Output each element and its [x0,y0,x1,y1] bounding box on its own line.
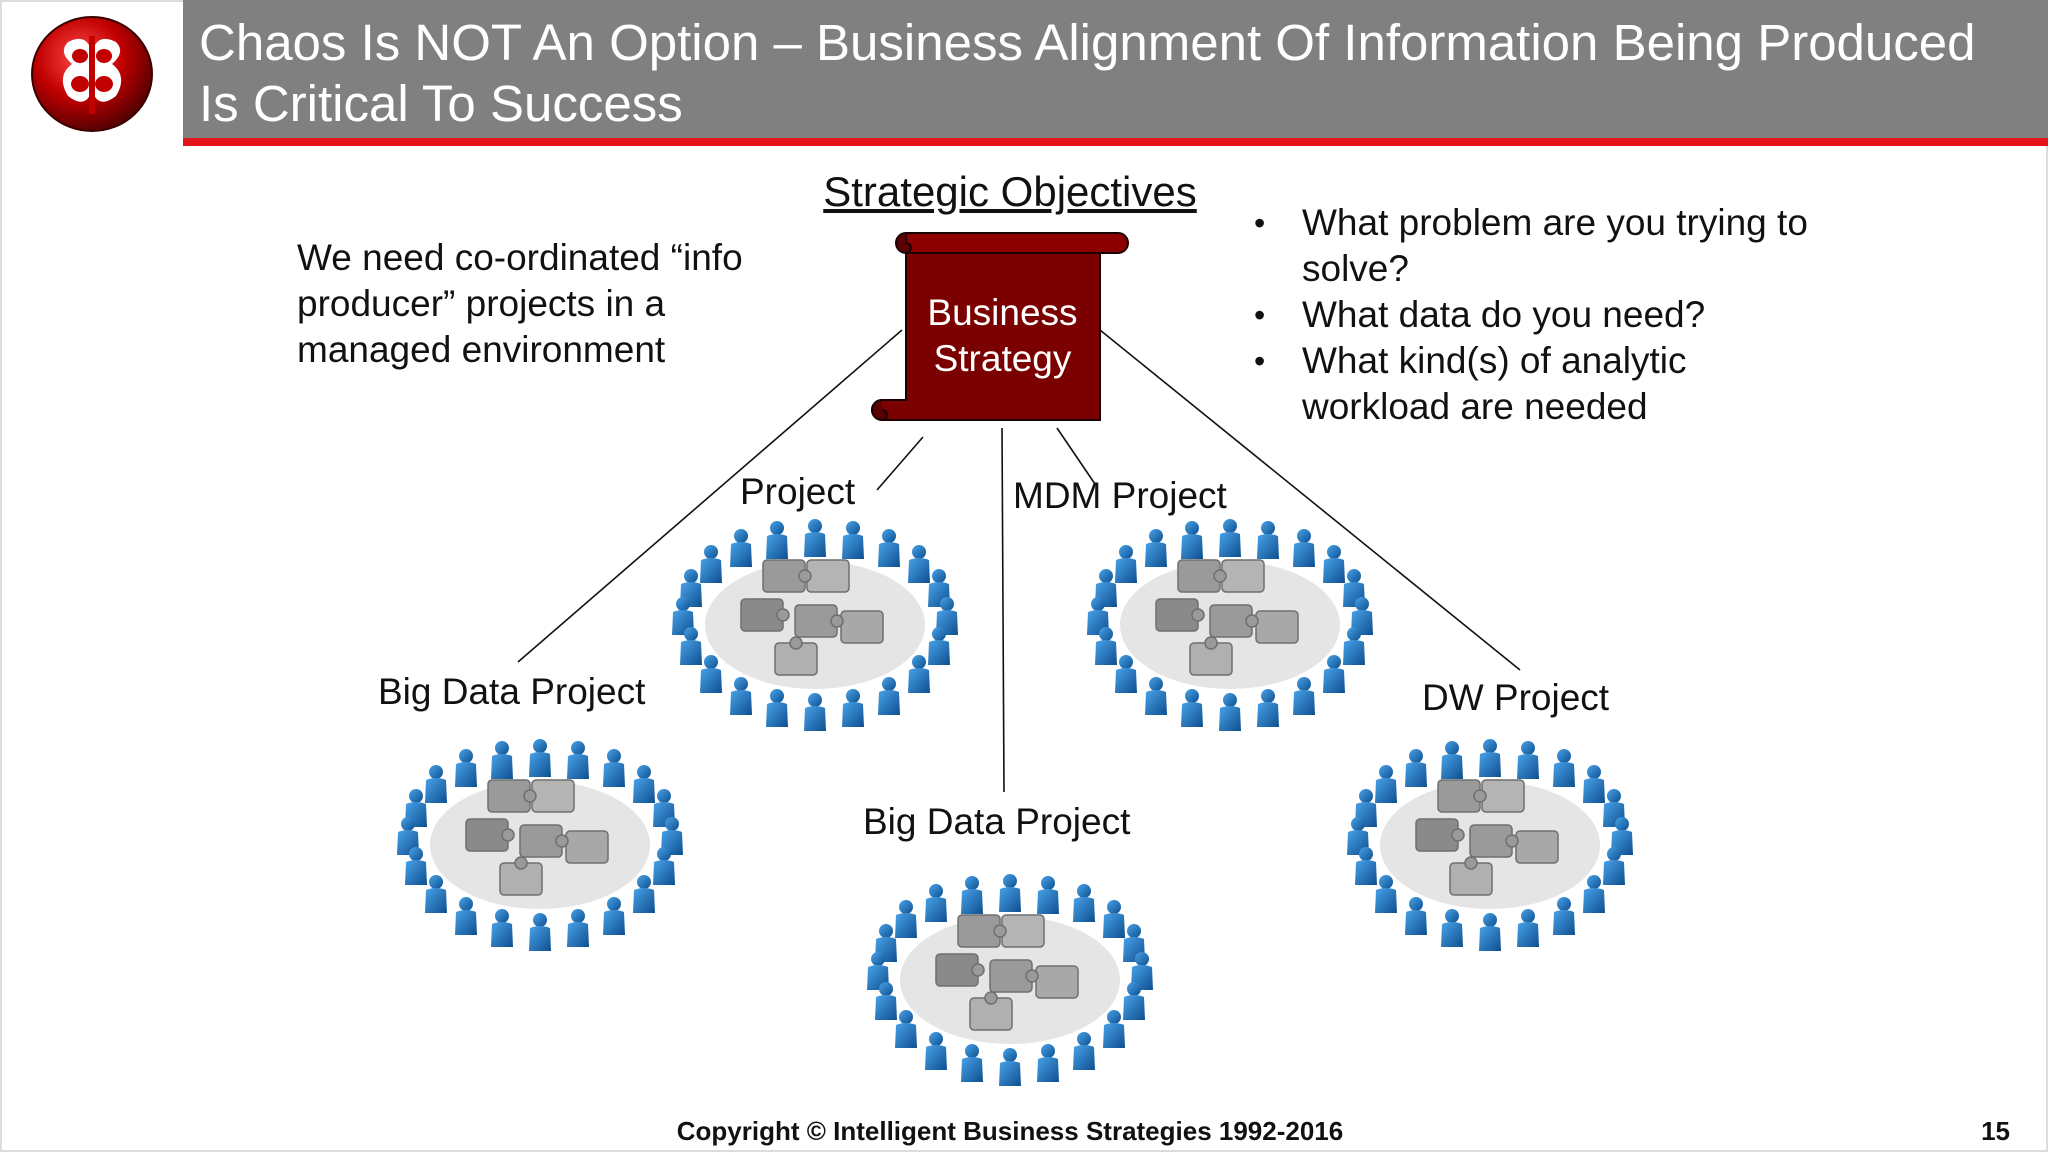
bullet-item: What problem are you trying to solve? [1250,200,1810,292]
connector-line [517,329,903,663]
people-circle-puzzle-icon [370,725,710,975]
strategic-objectives-heading: Strategic Objectives [823,168,1197,215]
project-label: Project [740,471,856,512]
connector-line [876,436,924,491]
people-circle-puzzle-icon [1320,725,1660,975]
people-circle-puzzle-icon [1060,505,1400,755]
objective-bullets: What problem are you trying to solve? Wh… [1250,200,1810,430]
dw-project-label: DW Project [1422,677,1610,718]
left-note: We need co-ordinated “info producer” pro… [297,237,743,370]
page-number: 15 [1981,1116,2010,1146]
bullet-item: What kind(s) of analytic workload are ne… [1250,338,1810,430]
connector-line [1056,427,1096,485]
people-circle-puzzle-icon [840,860,1180,1110]
connector-line [1099,329,1521,671]
business-strategy-label: Business Strategy [927,292,1078,379]
copyright-footer: Copyright © Intelligent Business Strateg… [676,1116,1344,1146]
ibs-logo-icon [31,16,153,132]
scroll-icon [871,232,1129,422]
big-data-project-label: Big Data Project [378,671,646,712]
connector-line [1001,427,1005,793]
title-bar [183,0,2048,138]
title-rule [183,138,2048,146]
people-circle-puzzle-icon [645,505,985,755]
slide-title: Chaos Is NOT An Option – Business Alignm… [199,14,1976,132]
big-data-project-label: Big Data Project [863,801,1131,842]
mdm-project-label: MDM Project [1013,475,1227,516]
bullet-item: What data do you need? [1250,292,1810,338]
